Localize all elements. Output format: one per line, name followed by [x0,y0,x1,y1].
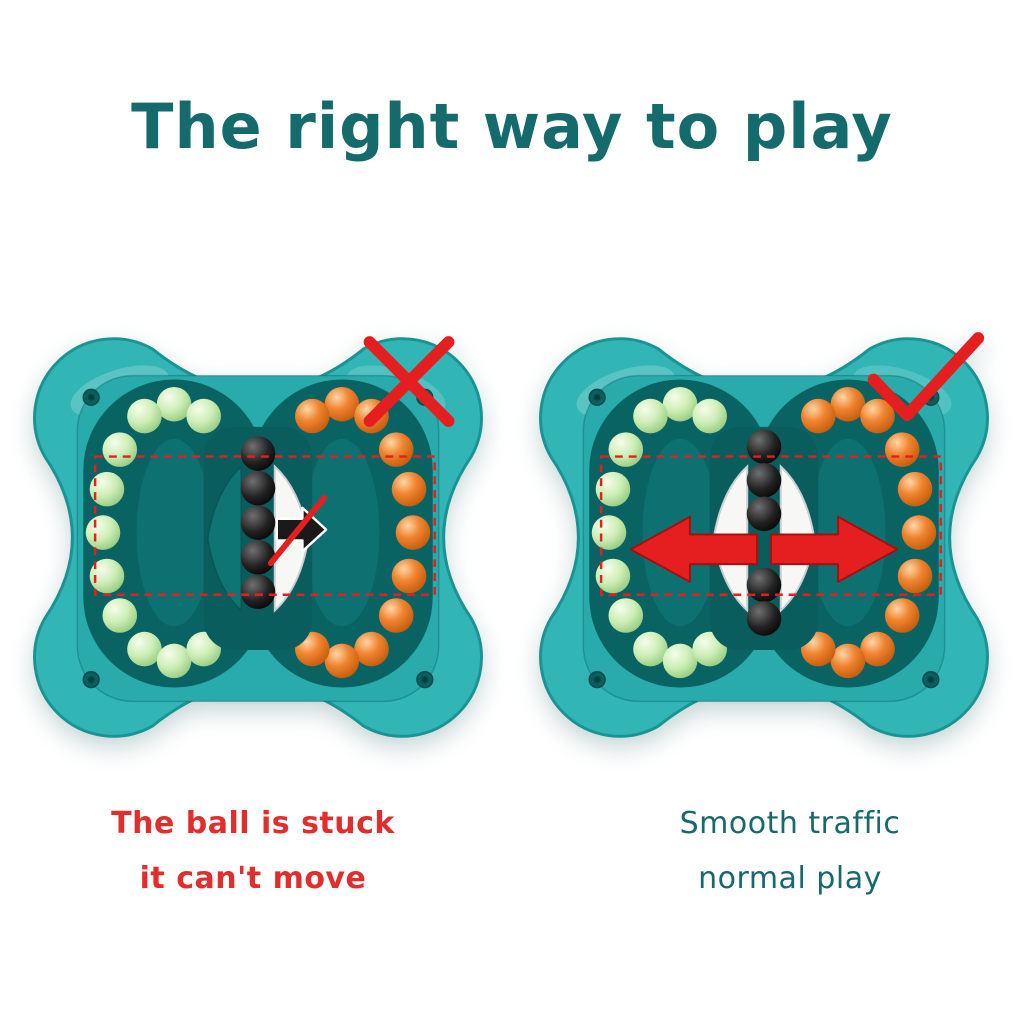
flow-arrows [629,515,899,583]
left-flow-arrow-icon [629,515,759,583]
no-entry-slash [267,495,328,567]
check-mark-icon [867,332,985,422]
toy-correct-illustration [539,332,989,738]
caption-correct: Smooth traffic normal play [565,796,1015,906]
cross-mark-icon [363,336,455,427]
left-track-island [136,438,212,627]
toy-correct-example [532,330,996,749]
right-track-island [304,438,380,627]
knob-wing-left [206,464,242,613]
toy-wrong-example [26,330,490,749]
caption-correct-line2: normal play [698,861,882,896]
black-beads [240,436,276,610]
dashed-highlight-box [599,455,942,596]
toy-wrong-illustration [33,336,483,738]
caption-wrong-line1: The ball is stuck [111,806,395,841]
caption-correct-line1: Smooth traffic [679,806,901,841]
right-flow-arrow-icon [769,515,899,583]
caption-wrong: The ball is stuck it can't move [53,796,453,906]
black-beads [746,429,782,636]
caption-wrong-line2: it can't move [139,861,367,896]
page-title: The right way to play [131,90,893,163]
dashed-highlight-box [93,455,436,596]
